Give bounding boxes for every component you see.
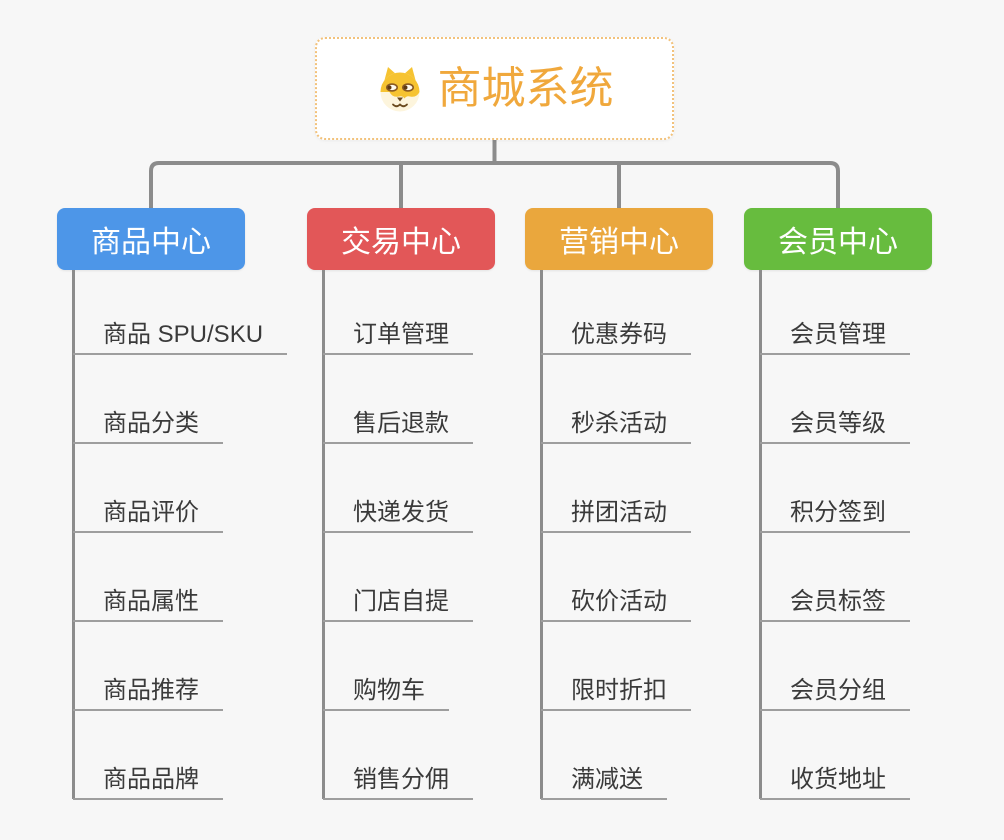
leaf-node[interactable]: 会员管理 [760,319,910,355]
branch-node-marketing[interactable]: 营销中心 [525,208,713,270]
branch-trunk-line [759,270,762,799]
leaf-node[interactable]: 优惠券码 [541,319,691,355]
leaf-node[interactable]: 商品 SPU/SKU [73,319,288,355]
branch-label: 商品中心 [91,226,211,259]
branch-node-trade[interactable]: 交易中心 [307,208,495,270]
root-title: 商城系统 [437,63,614,113]
leaf-node[interactable]: 积分签到 [760,497,910,533]
leaf-node[interactable]: 商品属性 [73,586,223,622]
connector-bus [149,161,840,208]
branch-trunk-line [540,270,543,799]
branch-trunk-line [72,270,75,799]
leaf-node[interactable]: 砍价活动 [541,586,691,622]
leaf-node[interactable]: 拼团活动 [541,497,691,533]
leaf-node[interactable]: 商品分类 [73,408,223,444]
shiba-dog-icon [380,66,419,111]
leaf-node[interactable]: 快递发货 [323,497,473,533]
leaf-node[interactable]: 收货地址 [760,764,910,800]
leaf-node[interactable]: 商品推荐 [73,675,223,711]
leaf-node[interactable]: 商品品牌 [73,764,223,800]
leaf-node[interactable]: 会员等级 [760,408,910,444]
leaf-node[interactable]: 会员分组 [760,675,910,711]
branch-node-product[interactable]: 商品中心 [57,208,245,270]
leaf-node[interactable]: 限时折扣 [541,675,691,711]
leaf-node[interactable]: 会员标签 [760,586,910,622]
branch-label: 交易中心 [341,226,461,259]
leaf-node[interactable]: 购物车 [323,675,449,711]
leaf-node[interactable]: 订单管理 [323,319,473,355]
leaf-node[interactable]: 满减送 [541,764,667,800]
branch-trunk-line [322,270,325,799]
leaf-node[interactable]: 售后退款 [323,408,473,444]
root-node[interactable]: 商城系统 [315,37,674,140]
branch-label: 会员中心 [778,226,898,259]
leaf-node[interactable]: 秒杀活动 [541,408,691,444]
leaf-node[interactable]: 销售分佣 [323,764,473,800]
branch-node-member[interactable]: 会员中心 [744,208,932,270]
leaf-node[interactable]: 门店自提 [323,586,473,622]
branch-label: 营销中心 [559,226,679,259]
leaf-node[interactable]: 商品评价 [73,497,223,533]
